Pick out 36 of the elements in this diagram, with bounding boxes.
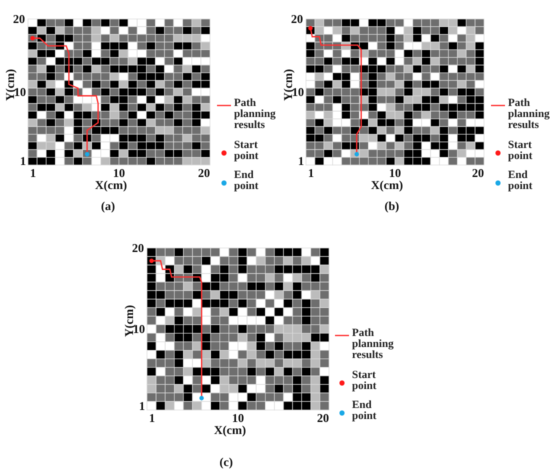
- axis-tick-label: 20: [317, 412, 329, 424]
- legend-label: Path planning results: [508, 98, 550, 131]
- axis-title: Y(cm): [4, 68, 16, 101]
- legend-label: End point: [508, 170, 534, 192]
- legend-label: End point: [352, 400, 378, 422]
- axis-title: X(cm): [371, 179, 403, 191]
- axis-tick-label: 20: [291, 13, 303, 25]
- axis-tick-label: 10: [232, 412, 244, 424]
- axis-tick-label: 20: [198, 167, 210, 179]
- legend-label: Start point: [234, 140, 260, 162]
- legend-label: End point: [234, 170, 260, 192]
- axis-title: X(cm): [214, 424, 246, 436]
- axis-tick-label: 20: [132, 242, 144, 254]
- axis-title: X(cm): [95, 179, 127, 191]
- axis-tick-label: 20: [472, 167, 484, 179]
- axis-tick-label: 10: [292, 86, 304, 98]
- axis-tick-label: 20: [13, 13, 25, 25]
- axis-tick-label: 1: [30, 167, 36, 179]
- axis-tick-label: 10: [113, 167, 125, 179]
- legend-label: Start point: [352, 370, 378, 392]
- axis-title: Y(cm): [123, 304, 135, 337]
- legend-label: Start point: [508, 140, 534, 162]
- axis-title: Y(cm): [282, 68, 294, 101]
- axis-tick-label: 1: [139, 400, 145, 412]
- axis-tick-label: 1: [298, 155, 304, 167]
- legend-label: Path planning results: [234, 98, 277, 131]
- panel-caption: (a): [101, 200, 115, 212]
- legend-label: Path planning results: [352, 328, 395, 361]
- axis-tick-label: 1: [308, 167, 314, 179]
- axis-tick-label: 1: [149, 412, 155, 424]
- axis-tick-label: 10: [133, 323, 145, 335]
- panel-caption: (c): [220, 456, 233, 468]
- axis-tick-label: 10: [389, 167, 401, 179]
- panel-caption: (b): [384, 200, 400, 212]
- axis-tick-label: 1: [20, 155, 26, 167]
- axis-tick-label: 10: [14, 86, 26, 98]
